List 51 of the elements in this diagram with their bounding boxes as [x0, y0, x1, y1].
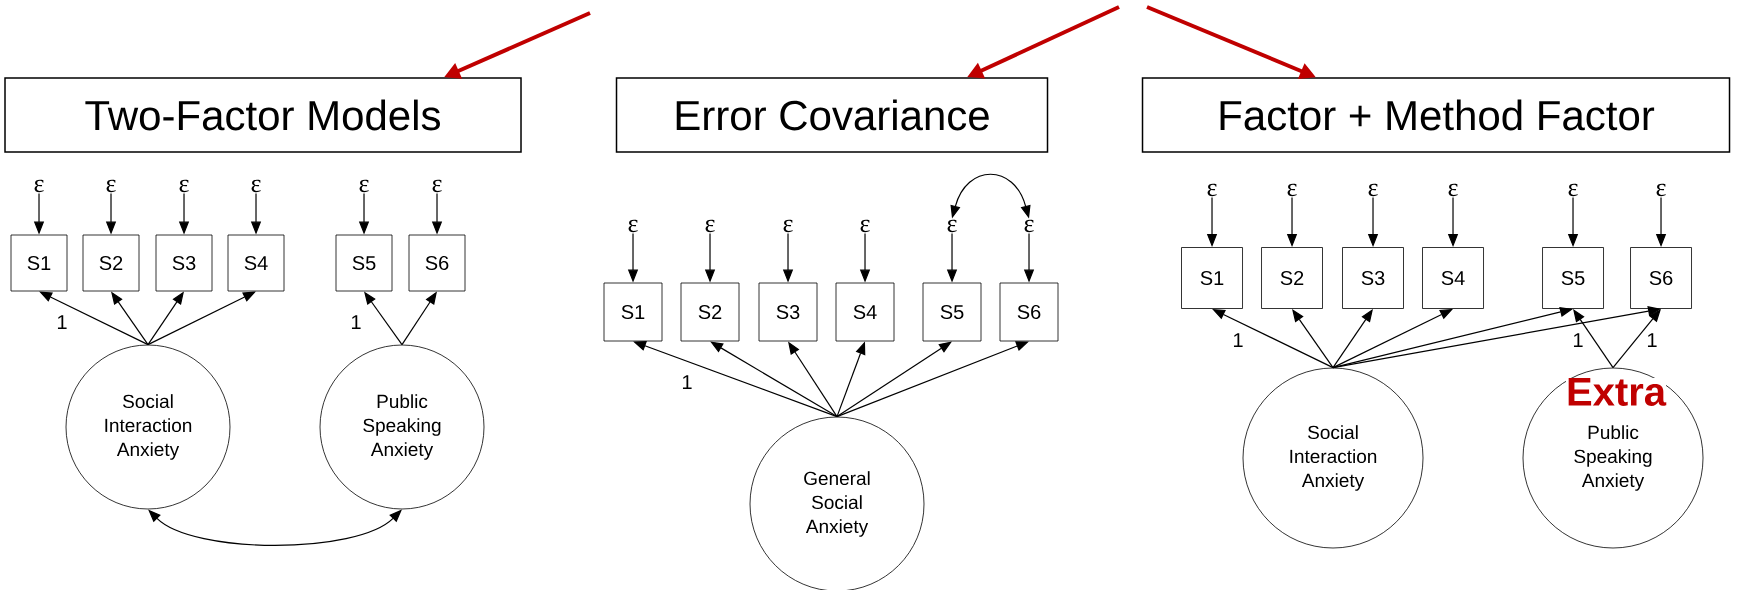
- title-box: Two-Factor Models: [4, 77, 522, 153]
- indicator-box: S3: [1342, 247, 1404, 309]
- indicator-box: S6: [1630, 247, 1692, 309]
- error-term: ε: [1287, 183, 1297, 197]
- error-term: ε: [432, 179, 442, 193]
- indicator-box: S6: [408, 234, 466, 292]
- error-term: ε: [359, 179, 369, 193]
- indicator-box: S5: [335, 234, 393, 292]
- edge-label: 1: [1571, 332, 1585, 348]
- indicator-box: S2: [1261, 247, 1323, 309]
- edge-label: 1: [1231, 332, 1245, 348]
- indicator-box: S1: [10, 234, 68, 292]
- arrow: [836, 341, 1029, 418]
- indicator-box: S5: [1542, 247, 1604, 309]
- arrow: [39, 291, 149, 346]
- edge-label: 1: [1645, 332, 1659, 348]
- error-term: ε: [179, 179, 189, 193]
- annotation: Extra: [1566, 378, 1667, 406]
- error-term: ε: [1024, 219, 1034, 233]
- error-term: ε: [628, 219, 638, 233]
- error-term: ε: [1207, 183, 1217, 197]
- indicator-box: S4: [1422, 247, 1484, 309]
- error-term: ε: [1568, 183, 1578, 197]
- error-term: ε: [106, 179, 116, 193]
- indicator-box: S2: [680, 282, 740, 342]
- arrow: [710, 341, 838, 418]
- edge-label: 1: [680, 374, 694, 390]
- indicator-box: S4: [835, 282, 895, 342]
- error-term: ε: [783, 219, 793, 233]
- edge-label: 1: [349, 314, 363, 330]
- indicator-box: S4: [227, 234, 285, 292]
- indicator-box: S6: [999, 282, 1059, 342]
- title-box: Factor + Method Factor: [1141, 77, 1731, 153]
- error-term: ε: [1656, 183, 1666, 197]
- error-term: ε: [860, 219, 870, 233]
- error-term: ε: [947, 219, 957, 233]
- indicator-box: S2: [82, 234, 140, 292]
- indicator-box: S1: [603, 282, 663, 342]
- indicator-box: S5: [922, 282, 982, 342]
- arrow: [836, 341, 952, 418]
- error-term: ε: [1368, 183, 1378, 197]
- indicator-box: S3: [758, 282, 818, 342]
- error-term: ε: [705, 219, 715, 233]
- edge-label: 1: [55, 314, 69, 330]
- error-term: ε: [34, 179, 44, 193]
- indicator-box: S1: [1181, 247, 1243, 309]
- error-term: ε: [1448, 183, 1458, 197]
- error-term: ε: [251, 179, 261, 193]
- indicator-box: S3: [155, 234, 213, 292]
- arrow: [147, 291, 256, 346]
- title-box: Error Covariance: [615, 77, 1049, 153]
